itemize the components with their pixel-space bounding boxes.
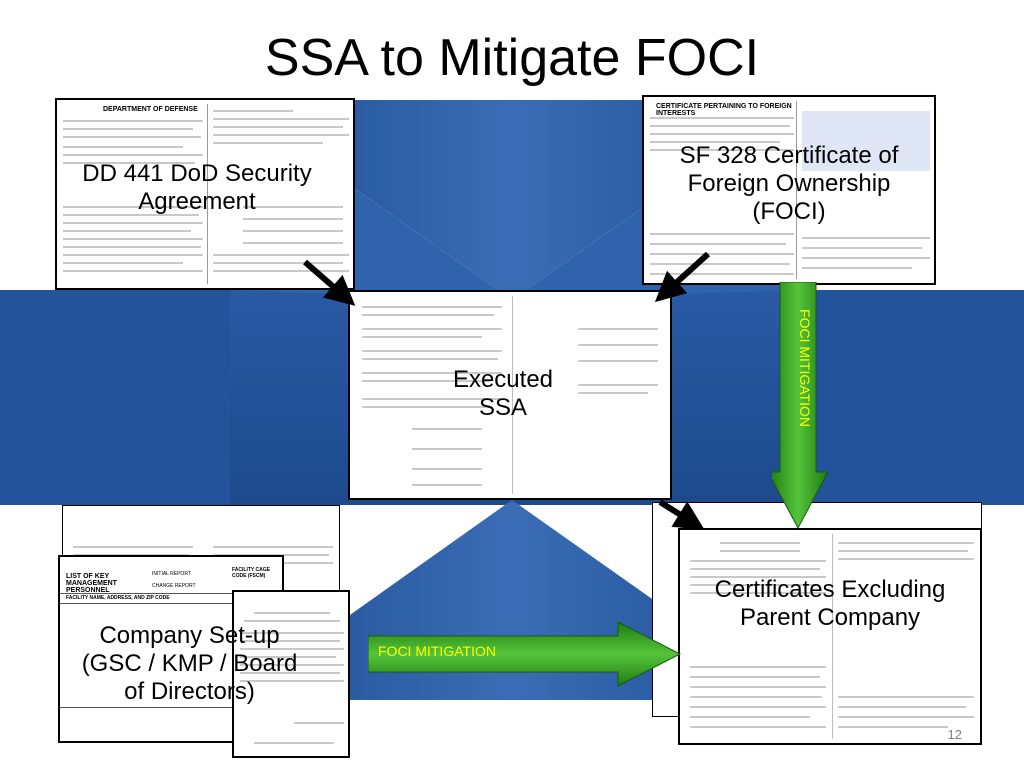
key-mgmt-cage: FACILITY CAGE CODE (FSCM) [232,567,270,579]
vertical-mitigation-label: FOCI MITIGATION [797,309,813,427]
doc-column-right [802,103,930,277]
doc-column-right [838,536,974,737]
remarks-box [802,111,930,171]
doc-column-left: DEPARTMENT OF DEFENSE [63,106,203,282]
certificate-document [678,528,982,745]
slide-title: SSA to Mitigate FOCI [264,29,760,87]
arrow-sf328-to-ssa [654,251,711,303]
page-number: 12 [947,727,962,742]
arrow-ssa-to-certificates [658,499,705,530]
certificates-label: Certificates Excluding Parent Company [714,576,946,632]
key-mgmt-facility: FACILITY NAME, ADDRESS, AND ZIP CODE [66,595,170,601]
sf328-document: CERTIFICATE PERTAINING TO FOREIGN INTERE… [642,95,936,285]
key-mgmt-title: LIST OF KEY MANAGEMENT PERSONNEL [66,573,117,594]
doc-column-left [690,536,826,737]
consent-form [232,590,350,758]
horizontal-mitigation-arrow [368,621,682,687]
executed-ssa-label: Executed SSA [452,366,554,422]
executed-ssa-document [348,290,672,500]
vertical-mitigation-arrow [772,282,829,530]
dd441-label: DD 441 DoD Security Agreement [82,160,312,216]
arrow-dd441-to-ssa [303,259,356,306]
doc-column-right [578,298,658,492]
doc-column-left [362,298,502,492]
key-mgmt-change: CHANGE REPORT [152,583,196,589]
dd441-document: DEPARTMENT OF DEFENSE [55,98,355,290]
doc-column-left: CERTIFICATE PERTAINING TO FOREIGN INTERE… [650,103,794,277]
doc-column-right [213,106,349,282]
sf328-label: SF 328 Certificate of Foreign Ownership … [679,142,899,226]
horizontal-mitigation-label: FOCI MITIGATION [378,643,496,659]
key-mgmt-initial: INITIAL REPORT [152,571,191,577]
company-label: Company Set-up (GSC / KMP / Board of Dir… [81,622,298,706]
